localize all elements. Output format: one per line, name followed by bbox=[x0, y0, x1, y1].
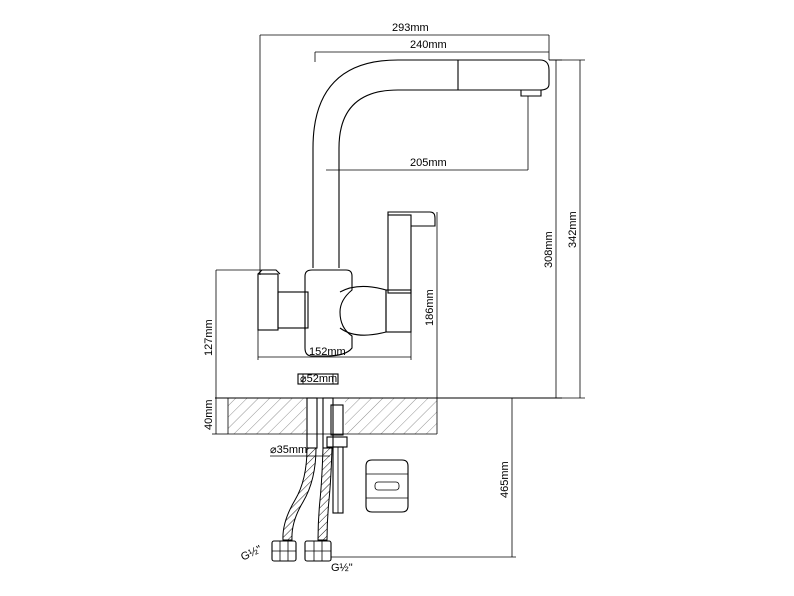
thread-right-label: G½" bbox=[331, 562, 353, 574]
countertop bbox=[215, 397, 562, 435]
filter-lever bbox=[385, 211, 436, 333]
mounting-hardware bbox=[306, 397, 348, 514]
dim-hole-diameter: ⌀35mm bbox=[270, 444, 307, 456]
spout bbox=[312, 59, 550, 268]
dim-body-width: 152mm bbox=[309, 346, 346, 358]
thread-left-label: G½" bbox=[239, 543, 264, 563]
fixing-nut bbox=[365, 459, 409, 513]
dim-spout-reach: 240mm bbox=[410, 39, 447, 51]
dimension-lines bbox=[212, 34, 585, 558]
main-lever bbox=[257, 269, 309, 331]
faucet-body bbox=[297, 269, 387, 385]
dim-base-height: 127mm bbox=[203, 319, 215, 356]
dim-aerator-reach: 205mm bbox=[410, 157, 447, 169]
dim-countertop-thickness: 40mm bbox=[203, 399, 215, 430]
dim-hose-length: 465mm bbox=[499, 461, 511, 498]
dim-total-height: 342mm bbox=[567, 211, 579, 248]
dim-base-diameter: ⌀52mm bbox=[300, 373, 337, 385]
braided-hoses bbox=[271, 447, 333, 562]
dim-handle-height: 308mm bbox=[543, 231, 555, 268]
dim-body-height: 186mm bbox=[424, 289, 436, 326]
dim-overall-reach: 293mm bbox=[392, 22, 429, 34]
